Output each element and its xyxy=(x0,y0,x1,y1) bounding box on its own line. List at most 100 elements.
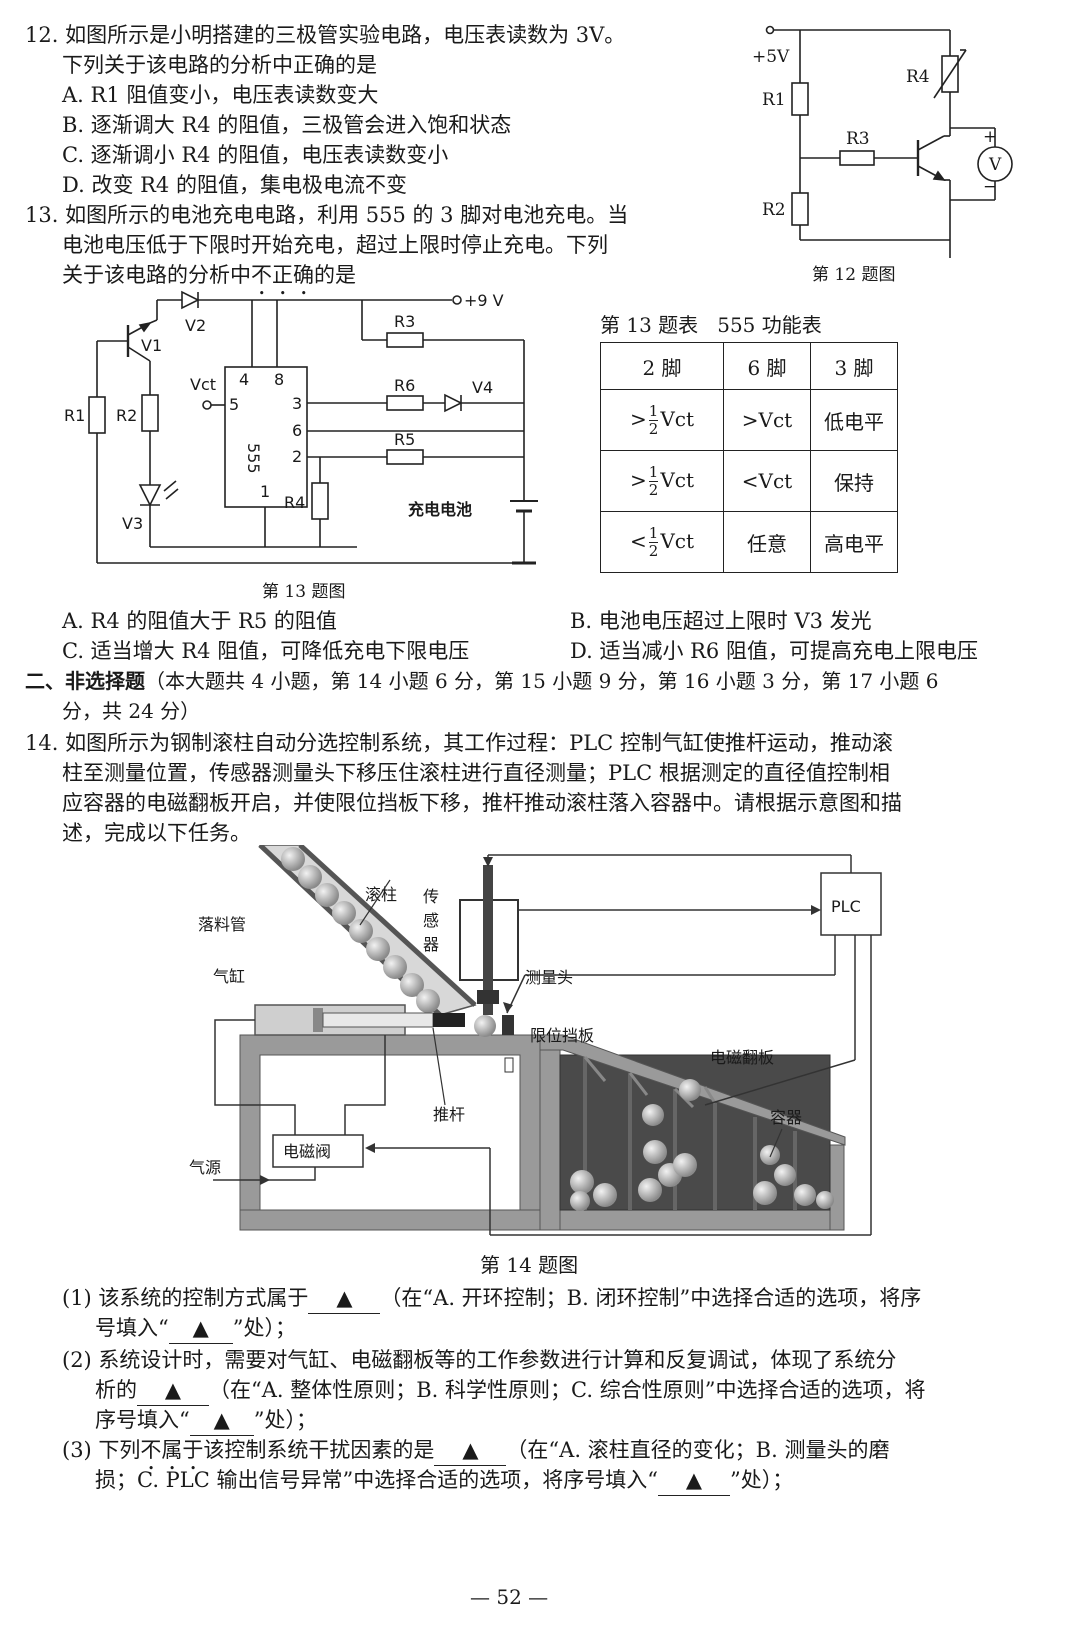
q13-v3-label: V3 xyxy=(122,514,143,533)
q13-r2-label: R2 xyxy=(116,406,137,425)
table-cell: <Vct xyxy=(723,450,811,512)
q14-stem-line3: 应容器的电磁翻板开启，并使限位挡板下移，推杆推动滚柱落入容器中。请根据示意图和描 xyxy=(62,791,902,815)
answer-blank[interactable]: ▲ xyxy=(434,1435,507,1466)
q14-stem-line1: 14. 如图所示为钢制滚柱自动分选控制系统，其工作过程：PLC 控制气缸使推杆运… xyxy=(25,731,893,755)
q13-pin3: 3 xyxy=(292,394,302,413)
answer-blank-example: ▲ xyxy=(168,1313,233,1344)
q13-option-a: A. R4 的阻值大于 R5 的阻值 xyxy=(62,609,337,633)
section2-title: 二、非选择题 xyxy=(25,669,145,693)
q14-sub1-line2: 号填入“▲”处）； xyxy=(95,1313,296,1344)
q13-pin8: 8 xyxy=(274,370,284,389)
q12-option-a: A. R1 阻值变小，电压表读数变大 xyxy=(62,83,379,107)
q14-tube-label: 落料管 xyxy=(198,915,246,934)
q13-pin2: 2 xyxy=(292,447,302,466)
q12-option-b: B. 逐渐调大 R4 的阻值，三极管会进入饱和状态 xyxy=(62,113,512,137)
table-header-cell: 2 脚 xyxy=(600,342,724,390)
q13-pin6: 6 xyxy=(292,421,302,440)
q14-flap-label: 电磁翻板 xyxy=(710,1048,774,1067)
q13-chip-label: 555 xyxy=(244,443,263,474)
table-header-cell: 6 脚 xyxy=(723,342,811,390)
q14-stem-line4: 述，完成以下任务。 xyxy=(62,821,251,845)
q14-sensor-label-2: 感 xyxy=(423,911,439,930)
q12-option-c: C. 逐渐调小 R4 的阻值，电压表读数变小 xyxy=(62,143,449,167)
q13-option-b: B. 电池电压超过上限时 V3 发光 xyxy=(570,609,872,633)
q12-stem-line2: 下列关于该电路的分析中正确的是 xyxy=(62,53,377,77)
q13-pin4: 4 xyxy=(239,370,249,389)
q12-option-d: D. 改变 R4 的阻值，集电极电流不变 xyxy=(62,173,407,197)
q14-cylinder-label: 气缸 xyxy=(213,967,245,986)
q13-r4-label: R4 xyxy=(284,493,305,512)
q12-supply-label: +5V xyxy=(752,47,790,67)
table-cell: 保持 xyxy=(810,450,898,512)
q13-v1-label: V1 xyxy=(141,336,162,355)
q13-r3-label: R3 xyxy=(394,312,415,331)
q14-air-source-label: 气源 xyxy=(189,1158,221,1177)
q14-sub2-line3: 序号填入“▲”处）； xyxy=(95,1405,317,1436)
q14-container-label: 容器 xyxy=(770,1108,802,1127)
q14-sensor-label-1: 传 xyxy=(423,887,439,906)
q13-r6-label: R6 xyxy=(394,376,415,395)
q12-r2-label: R2 xyxy=(762,200,786,220)
table-header-cell: 3 脚 xyxy=(810,342,898,390)
q13-option-c: C. 适当增大 R4 阻值，可降低充电下限电压 xyxy=(62,639,470,663)
q13-table-title: 第 13 题表 555 功能表 xyxy=(600,313,822,337)
answer-blank[interactable]: ▲ xyxy=(308,1283,381,1314)
q14-valve-label: 电磁阀 xyxy=(283,1142,331,1161)
q14-figure-caption: 第 14 题图 xyxy=(480,1253,579,1277)
q13-emphasis-text: 不正确 xyxy=(251,263,314,287)
q14-sub3-line1: (3) 下列不属于该控制系统干扰因素的是▲（在“A. 滚柱直径的变化；B. 测量… xyxy=(62,1435,889,1475)
table-header-row: 2 脚 6 脚 3 脚 xyxy=(600,342,898,390)
answer-blank[interactable]: ▲ xyxy=(137,1375,209,1406)
q14-sub3-line2: 损；C. PLC 输出信号异常”中选择合适的选项，将序号填入“▲”处）； xyxy=(95,1465,793,1496)
q13-pin5: 5 xyxy=(229,395,239,414)
q13-v4-label: V4 xyxy=(472,378,493,397)
q13-r1-label: R1 xyxy=(64,406,85,425)
q12-r1-label: R1 xyxy=(762,90,786,110)
q12-stem-line1: 12. 如图所示是小明搭建的三极管实验电路，电压表读数为 3V。 xyxy=(25,23,626,47)
q13-v2-label: V2 xyxy=(185,316,206,335)
q12-voltmeter-label: V xyxy=(988,155,1002,175)
answer-blank-example: ▲ xyxy=(189,1405,254,1436)
q13-figure-caption: 第 13 题图 xyxy=(262,582,345,602)
table-cell: >Vct xyxy=(723,389,811,451)
q13-pin1: 1 xyxy=(260,482,270,501)
q14-system-diagram: 落料管 滚柱 传 感 器 测量头 PLC 气缸 限位挡板 电磁翻板 容器 推杆 … xyxy=(189,845,882,1236)
section2-heading: 二、非选择题（本大题共 4 小题，第 14 小题 6 分，第 15 小题 9 分… xyxy=(25,666,939,696)
table-cell: 高电平 xyxy=(810,511,898,573)
q13-stem-line1: 13. 如图所示的电池充电电路，利用 555 的 3 脚对电池充电。当 xyxy=(25,203,629,227)
q13-supply-label: +9 V xyxy=(464,291,504,310)
table-cell: 任意 xyxy=(723,511,811,573)
q13-stem-line3: 关于该电路的分析中不正确的是 xyxy=(62,263,356,287)
page-number: — 52 — xyxy=(470,1585,549,1609)
q14-plc-label: PLC xyxy=(831,897,861,916)
q14-sensor-label-3: 器 xyxy=(423,935,439,954)
q14-stem-line2: 柱至测量位置，传感器测量头下移压住滚柱进行直径测量；PLC 根据测定的直径值控制… xyxy=(62,761,890,785)
q12-figure-caption: 第 12 题图 xyxy=(812,265,895,285)
q13-circuit-diagram: +9 V Vct 555 4 8 5 3 6 2 1 V1 V2 V3 V4 R… xyxy=(64,290,538,602)
q13-option-d: D. 适当减小 R6 阻值，可提高充电上限电压 xyxy=(570,639,978,663)
q14-emphasis-text: 不属于 xyxy=(140,1438,204,1462)
q12-circuit-diagram: +5V R1 R2 R3 R4 V + − 第 12 题图 xyxy=(752,25,1013,285)
q14-sub1-line1: (1) 该系统的控制方式属于▲（在“A. 开环控制；B. 闭环控制”中选择合适的… xyxy=(62,1283,921,1314)
q14-sub2-line2: 析的▲（在“A. 整体性原则；B. 科学性原则；C. 综合性原则”中选择合适的选… xyxy=(95,1375,925,1406)
answer-blank-example: ▲ xyxy=(657,1465,730,1496)
section2-description: （本大题共 4 小题，第 14 小题 6 分，第 15 小题 9 分，第 16 … xyxy=(145,669,939,693)
q12-r4-label: R4 xyxy=(906,67,930,87)
q14-sub2-line1: (2) 系统设计时，需要对气缸、电磁翻板等的工作参数进行计算和反复调试，体现了系… xyxy=(62,1348,897,1372)
q13-vct-label: Vct xyxy=(190,375,216,394)
q14-stop-label: 限位挡板 xyxy=(530,1026,594,1045)
q12-minus-sign: − xyxy=(983,177,997,197)
q14-rod-label: 推杆 xyxy=(433,1105,465,1124)
q13-r5-label: R5 xyxy=(394,430,415,449)
q13-stem-line2: 电池电压低于下限时开始充电，超过上限时停止充电。下列 xyxy=(62,233,608,257)
table-cell: 低电平 xyxy=(810,389,898,451)
section2-description-cont: 分，共 24 分） xyxy=(62,699,201,723)
q12-r3-label: R3 xyxy=(846,129,870,149)
